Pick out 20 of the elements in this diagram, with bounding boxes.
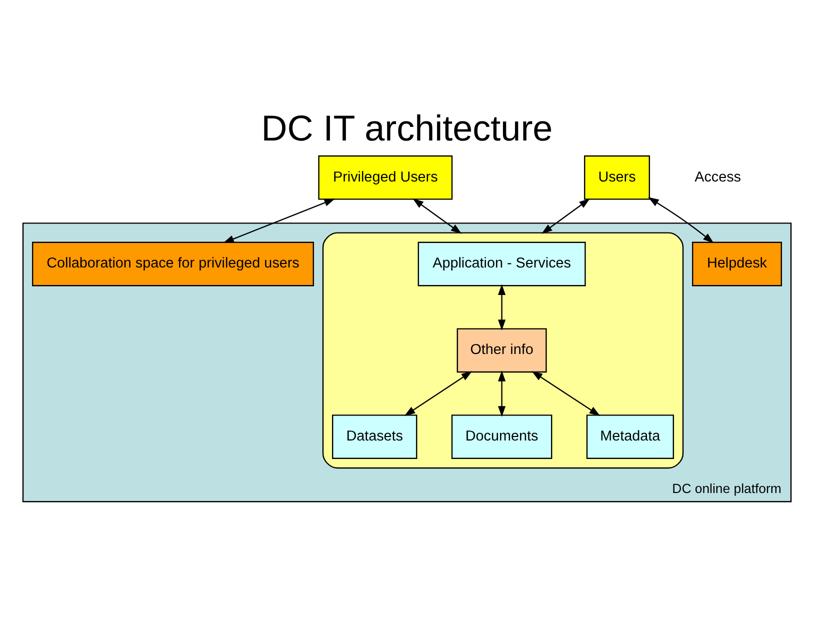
arrow	[498, 284, 506, 330]
label: Access	[694, 168, 741, 185]
arrow	[498, 370, 506, 416]
node-box: Application - Services	[418, 241, 586, 286]
arrow	[412, 198, 462, 234]
node-box: Collaboration space for privileged users	[32, 241, 314, 286]
arrow	[541, 198, 590, 234]
cluster	[322, 232, 684, 468]
node-box: Documents	[451, 414, 552, 458]
node-box: Metadata	[586, 414, 674, 458]
node-box: Privileged Users	[318, 154, 453, 200]
arrow	[223, 198, 336, 242]
node-box: Datasets	[332, 414, 418, 458]
arrow	[532, 370, 600, 416]
node-box: Other info	[456, 328, 547, 372]
arrow	[648, 196, 714, 243]
node-box: Helpdesk	[692, 241, 782, 286]
node-box: Users	[584, 154, 650, 200]
diagram-title: DC IT architecture	[261, 106, 553, 148]
arrow	[404, 370, 472, 416]
